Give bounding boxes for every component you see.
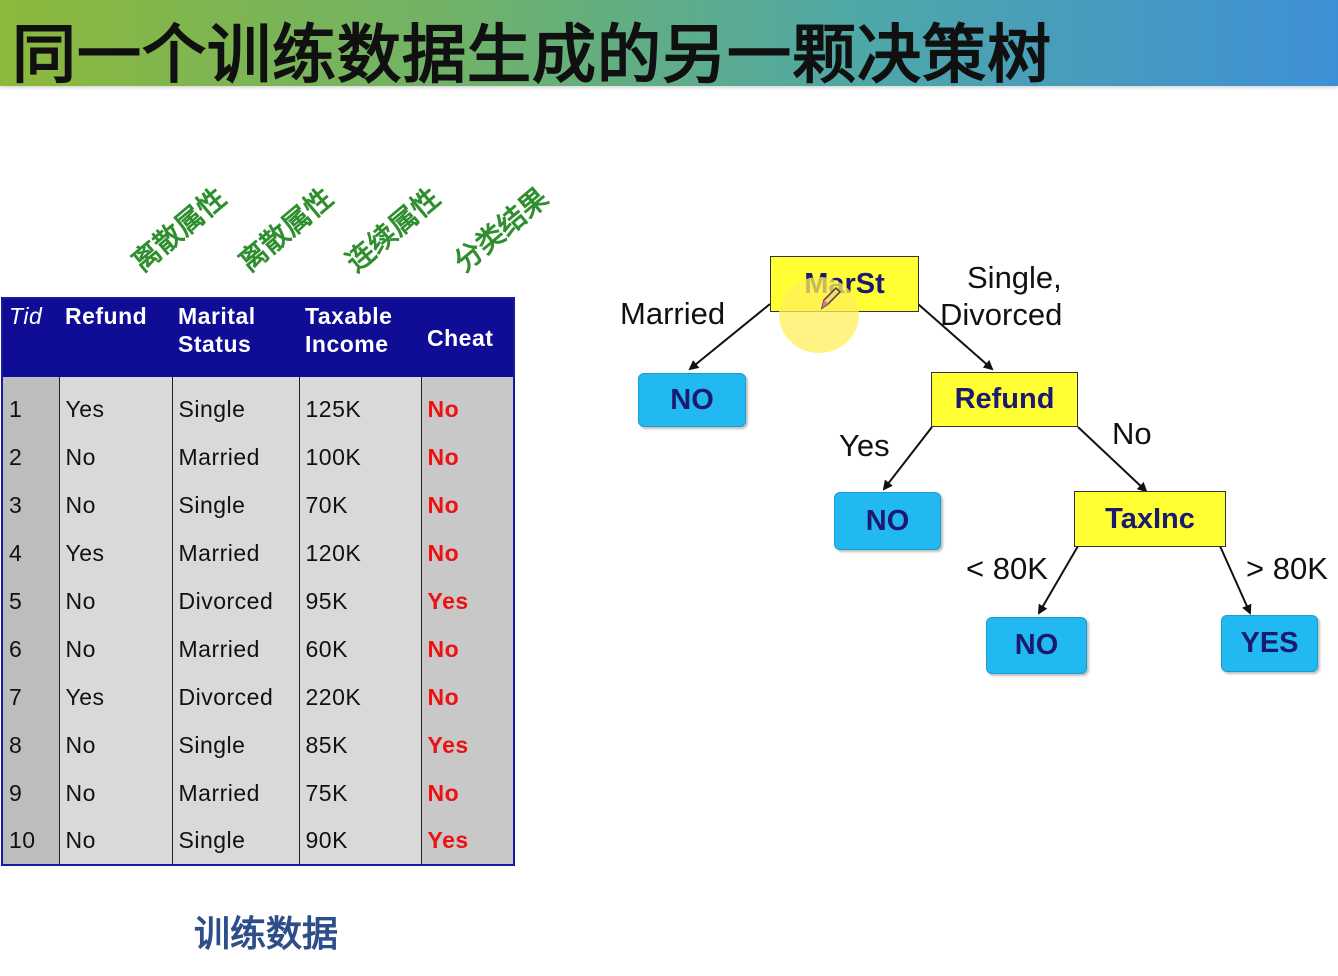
cell-marital-status: Divorced: [171, 673, 299, 721]
node-refund: Refund: [931, 372, 1078, 427]
cell-taxable-income: 100K: [298, 433, 421, 481]
cell-taxable-income: 95K: [298, 577, 421, 625]
cell-marital-status: Single: [171, 817, 299, 865]
edge-label-divorced: Divorced: [940, 297, 1063, 332]
cell-refund: No: [58, 817, 172, 865]
edge-gt80: [1219, 545, 1252, 615]
edge-married: [688, 303, 771, 371]
cell-cheat: No: [420, 625, 514, 673]
edge-label-married: Married: [620, 296, 726, 331]
header-tid: Tid: [2, 298, 59, 377]
pointer-highlight: [779, 277, 859, 353]
cell-cheat: No: [420, 433, 514, 481]
cell-marital-status: Divorced: [171, 577, 299, 625]
edge-label-single: Single,: [967, 260, 1062, 295]
cell-tid: 2: [2, 433, 59, 481]
cell-tid: 7: [2, 673, 59, 721]
cell-cheat: No: [420, 673, 514, 721]
cell-marital-status: Married: [171, 529, 299, 577]
edge-label-no: No: [1112, 416, 1152, 451]
leaf-no-lt80k-label: NO: [1014, 629, 1059, 661]
edge-label-yes: Yes: [839, 428, 890, 463]
cell-tid: 4: [2, 529, 59, 577]
cell-cheat: Yes: [420, 817, 514, 865]
cell-marital-status: Married: [171, 625, 299, 673]
cell-taxable-income: 90K: [298, 817, 421, 865]
leaf-no-refund-yes: NO: [834, 492, 941, 550]
cell-tid: 8: [2, 721, 59, 769]
cell-refund: No: [58, 625, 172, 673]
slide-title: 同一个训练数据生成的另一颗决策树: [12, 19, 1052, 93]
edge-refund-no: [1077, 426, 1148, 493]
title-bar: 同一个训练数据生成的另一颗决策树: [0, 0, 1338, 93]
leaf-yes-gt80k: YES: [1221, 615, 1318, 672]
cell-marital-status: Married: [171, 433, 299, 481]
cell-taxable-income: 125K: [298, 385, 421, 433]
node-taxinc: TaxInc: [1074, 491, 1226, 547]
leaf-no-married-label: NO: [670, 383, 714, 416]
cell-tid: 9: [2, 769, 59, 817]
cell-taxable-income: 120K: [298, 529, 421, 577]
cell-tid: 5: [2, 577, 59, 625]
cell-refund: No: [58, 769, 172, 817]
header-cheat: Cheat: [421, 298, 514, 377]
cell-taxable-income: 75K: [298, 769, 421, 817]
cell-tid: 1: [2, 385, 59, 433]
cell-cheat: No: [420, 769, 514, 817]
cell-refund: No: [58, 433, 172, 481]
leaf-no-lt80k: NO: [986, 617, 1087, 674]
edge-single-divorced: [917, 303, 994, 371]
edge-lt80: [1037, 545, 1079, 615]
leaf-no-married: NO: [638, 373, 746, 427]
table-caption: 训练数据: [194, 913, 339, 955]
cell-refund: Yes: [58, 673, 172, 721]
cell-marital-status: Single: [171, 481, 299, 529]
cell-taxable-income: 85K: [298, 721, 421, 769]
edge-refund-yes: [882, 426, 933, 491]
edge-label-lt80k: < 80K: [966, 551, 1048, 586]
cell-refund: No: [58, 481, 172, 529]
leaf-yes-gt80k-label: YES: [1240, 627, 1299, 659]
cell-refund: Yes: [58, 529, 172, 577]
cell-refund: No: [58, 577, 172, 625]
node-taxinc-label: TaxInc: [1105, 502, 1195, 535]
cell-cheat: Yes: [420, 577, 514, 625]
cell-cheat: No: [420, 385, 514, 433]
cell-tid: 10: [2, 817, 59, 865]
cell-cheat: No: [420, 529, 514, 577]
cell-refund: No: [58, 721, 172, 769]
cell-tid: 6: [2, 625, 59, 673]
cell-marital-status: Single: [171, 721, 299, 769]
cell-tid: 3: [2, 481, 59, 529]
cell-marital-status: Single: [171, 385, 299, 433]
cell-taxable-income: 70K: [298, 481, 421, 529]
cell-refund: Yes: [58, 385, 172, 433]
pencil-cursor-icon: [820, 286, 842, 310]
header-refund: Refund: [59, 298, 172, 377]
cell-marital-status: Married: [171, 769, 299, 817]
cell-taxable-income: 60K: [298, 625, 421, 673]
table-spacer: [2, 377, 514, 385]
leaf-no-refund-yes-label: NO: [865, 504, 910, 537]
cell-taxable-income: 220K: [298, 673, 421, 721]
edge-label-gt80k: > 80K: [1246, 551, 1328, 586]
node-refund-label: Refund: [954, 383, 1055, 415]
cell-cheat: Yes: [420, 721, 514, 769]
cell-cheat: No: [420, 481, 514, 529]
